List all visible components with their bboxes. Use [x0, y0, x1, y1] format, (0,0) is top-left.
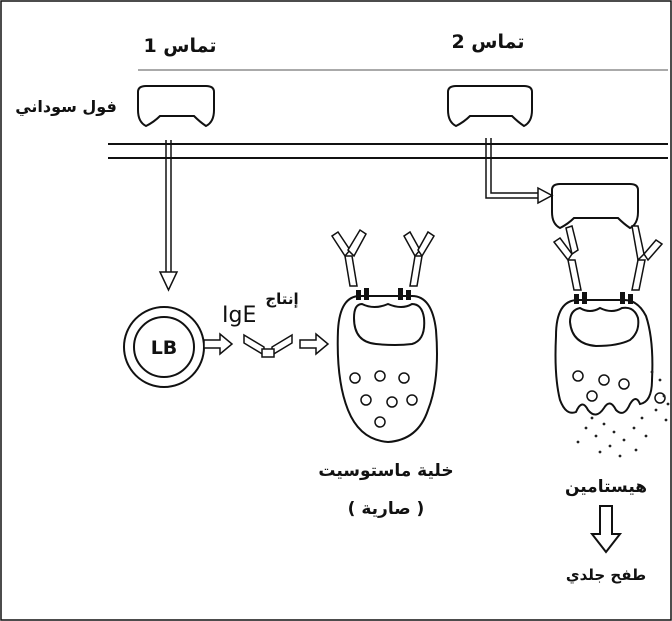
mastocyte-2-bound-ige	[552, 225, 664, 291]
mastocyte-caption-line1: خلية ماستوسيت	[318, 461, 453, 481]
mastocyte-caption-line2: ( صارية )	[348, 499, 425, 519]
membrane-lines	[108, 143, 668, 159]
mastocyte-1-granules	[349, 370, 418, 428]
arrow-to-mastocyte-2	[485, 138, 554, 205]
mastocyte-2-granules	[572, 370, 666, 404]
mastocyte-1-bound-ige	[330, 228, 436, 287]
ige-antibody	[243, 333, 293, 358]
mastocyte-1	[330, 228, 438, 444]
mastocyte-2	[552, 225, 670, 458]
lymphocyte-label: LB	[151, 337, 178, 359]
histamine-particles	[576, 370, 670, 458]
contact-1-label: تماس 1	[143, 35, 216, 57]
allergen-shape-2	[447, 85, 533, 128]
contact-2-label: تماس 2	[451, 31, 524, 53]
allergen-shape-1	[137, 85, 215, 128]
histamine-label: هيستامين	[565, 477, 647, 497]
arrow-to-rash	[589, 505, 623, 554]
mastocyte-1-receptors	[356, 288, 411, 300]
ige-label: IgE	[222, 303, 256, 328]
lymphocyte-b: LB	[123, 306, 205, 388]
allergen-label: فول سوداني	[15, 97, 117, 117]
arrow-ige-to-mastocyte	[299, 332, 330, 356]
arrow-to-lymphocyte	[158, 140, 179, 292]
arrow-lb-to-ige	[203, 332, 234, 356]
rash-label: طفح جلدي	[566, 566, 646, 585]
mastocyte-2-receptors	[574, 292, 633, 304]
allergen-shape-3	[551, 183, 639, 230]
production-label: إنتاج	[265, 290, 298, 308]
